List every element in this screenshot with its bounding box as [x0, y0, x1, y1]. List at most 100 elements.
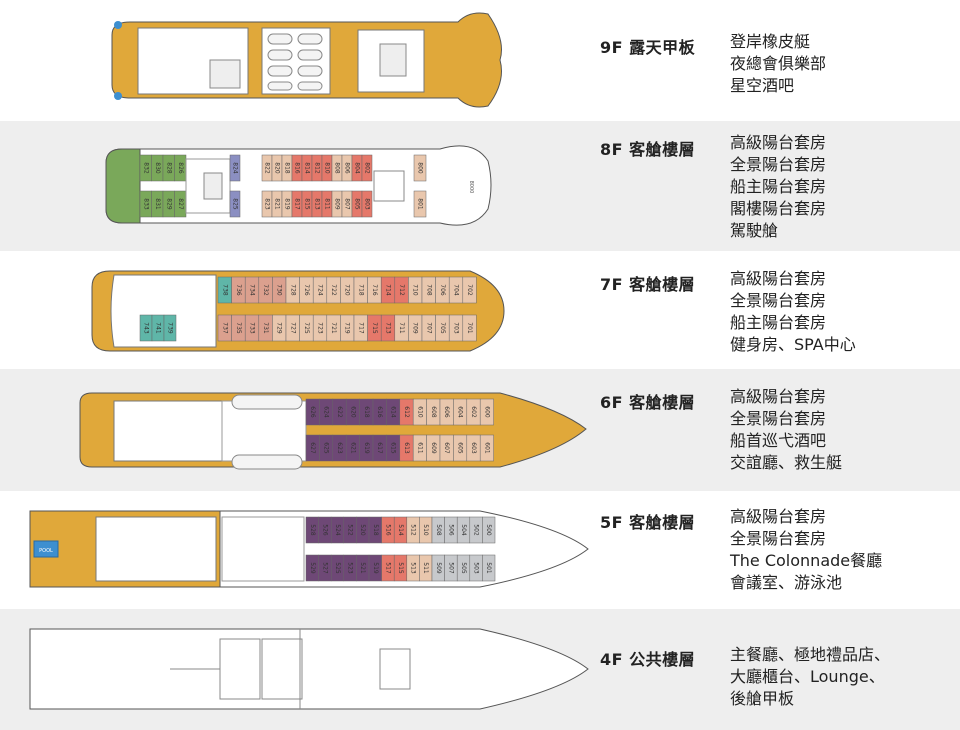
feature-item: 健身房、SPA中心	[730, 335, 856, 354]
cabin-number: 605	[457, 442, 464, 454]
deck-features: 高級陽台套房 全景陽台套房 船主陽台套房 健身房、SPA中心	[730, 268, 856, 356]
cabin-number: 821	[274, 198, 281, 210]
feature-item: 船首巡弋酒吧	[730, 431, 827, 450]
feature-item: 全景陽台套房	[730, 409, 827, 428]
cabin-number: 721	[330, 322, 337, 334]
cabin-number: 830	[154, 162, 161, 174]
cabin-number: 801	[417, 198, 424, 210]
cabin-number: 622	[336, 406, 343, 418]
cabin-number: 501	[485, 562, 492, 574]
cabin-number: 519	[372, 562, 379, 574]
cabin-number: 802	[364, 162, 371, 174]
deck-features: 高級陽台套房 全景陽台套房 船主陽台套房 閣樓陽台套房 駕駛艙	[730, 132, 826, 242]
pool-label: 8000	[468, 181, 474, 194]
cabin-number: 616	[376, 406, 383, 418]
cabin-number: 508	[435, 524, 442, 536]
feature-item: 登岸橡皮艇	[730, 32, 811, 51]
cabin-number: 603	[470, 442, 477, 454]
cabin-number: 812	[314, 162, 321, 174]
feature-item: 後艙甲板	[730, 689, 795, 708]
cabin-cell	[413, 154, 427, 182]
cabin-number: 831	[154, 198, 161, 210]
cabin-number: 811	[324, 198, 331, 210]
cabin-number: 714	[385, 284, 392, 296]
deck-title: 6F 客艙樓層	[600, 393, 696, 412]
cabin-number: 706	[439, 284, 446, 296]
feature-item: 船主陽台套房	[730, 313, 827, 332]
cabin-number: 819	[284, 198, 291, 210]
feature-item: 主餐廳、極地禮品店、	[730, 645, 891, 664]
cabin-number: 815	[304, 198, 311, 210]
cabin-number: 827	[177, 198, 184, 210]
cabin-number: 733	[249, 322, 256, 334]
cabin-number: 626	[309, 406, 316, 418]
cabin-number: 743	[143, 322, 150, 334]
deck-4f-plan	[29, 628, 589, 710]
deck-features: 高級陽台套房 全景陽台套房 The Colonnade餐廳 會議室、游泳池	[730, 506, 882, 594]
feature-item: 全景陽台套房	[730, 155, 827, 174]
feature-item: 船主陽台套房	[730, 177, 827, 196]
cabin-number: 732	[262, 284, 269, 296]
cabin-number: 825	[232, 198, 239, 210]
cabin-number: 739	[167, 322, 174, 334]
cabin-number: 800	[417, 162, 424, 174]
deck-features: 主餐廳、極地禮品店、 大廳櫃台、Lounge、 後艙甲板	[730, 644, 890, 710]
cabin-number: 738	[221, 284, 228, 296]
cabin-number: 803	[364, 198, 371, 210]
cabin-number: 826	[177, 162, 184, 174]
cabin-number: 717	[357, 322, 364, 334]
feature-item: 大廳櫃台、Lounge、	[730, 667, 885, 686]
cabin-number: 615	[390, 442, 397, 454]
cabin-number: 624	[323, 406, 330, 418]
cabin-number: 735	[235, 322, 242, 334]
cabin-number: 601	[483, 442, 490, 454]
cabin-number: 513	[410, 562, 417, 574]
feature-item: 全景陽台套房	[730, 291, 827, 310]
cabin-number: 833	[142, 198, 149, 210]
cabin-number: 722	[330, 284, 337, 296]
pool-label: POOL	[39, 548, 53, 554]
cabin-number: 523	[347, 562, 354, 574]
cabin-number: 824	[232, 162, 239, 174]
feature-item: 夜總會俱樂部	[730, 54, 827, 73]
cabin-cell	[361, 154, 373, 182]
cabin-number: 804	[354, 162, 361, 174]
cabin-number: 809	[334, 198, 341, 210]
cabin-number: 515	[397, 562, 404, 574]
cabin-number: 502	[473, 524, 480, 536]
cabin-number: 813	[314, 198, 321, 210]
deck-title: 8F 客艙樓層	[600, 140, 696, 159]
cabin-number: 820	[274, 162, 281, 174]
cabin-number: 713	[385, 322, 392, 334]
cabin-number: 814	[304, 162, 311, 174]
cabin-number: 623	[336, 442, 343, 454]
cabin-cell	[479, 398, 494, 426]
cabin-cell	[229, 154, 241, 182]
cabin-number: 611	[416, 442, 423, 454]
cabin-cell	[479, 434, 494, 462]
cabin-number: 720	[344, 284, 351, 296]
feature-item: 交誼廳、救生艇	[730, 453, 843, 472]
cabin-number: 602	[470, 406, 477, 418]
cabin-number: 707	[425, 322, 432, 334]
cabin-number: 504	[460, 524, 467, 536]
cabin-number: 609	[430, 442, 437, 454]
deck-title: 9F 露天甲板	[600, 38, 696, 57]
cabin-cell	[462, 276, 477, 304]
cabin-number: 704	[453, 284, 460, 296]
cabin-number: 500	[485, 524, 492, 536]
deck-9f-row: 9F 露天甲板 登岸橡皮艇 夜總會俱樂部 星空酒吧	[0, 0, 960, 122]
cabin-number: 509	[435, 562, 442, 574]
deck-features: 高級陽台套房 全景陽台套房 船首巡弋酒吧 交誼廳、救生艇	[730, 386, 842, 474]
cabin-number: 618	[363, 406, 370, 418]
cabin-number: 507	[447, 562, 454, 574]
feature-item: The Colonnade餐廳	[730, 551, 883, 570]
cabin-number: 521	[359, 562, 366, 574]
cabin-number: 716	[371, 284, 378, 296]
cabin-number: 737	[221, 322, 228, 334]
cabin-number: 701	[466, 322, 473, 334]
cabin-number: 727	[289, 322, 296, 334]
cabin-cell	[482, 516, 496, 544]
